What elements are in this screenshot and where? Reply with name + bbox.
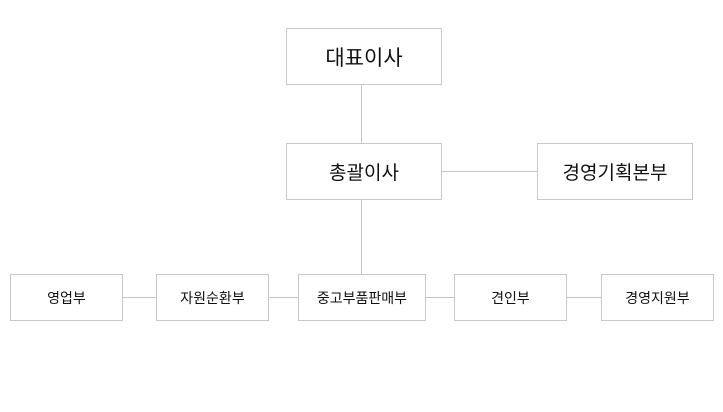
management-support-department-label: 경영지원부: [625, 290, 690, 307]
sales-department-label: 영업부: [47, 290, 86, 307]
connector-resource-to-used-parts: [269, 297, 298, 298]
resource-recycling-department-label: 자원순환부: [180, 290, 245, 307]
connector-used-parts-to-towing: [426, 297, 454, 298]
used-parts-sales-department-label: 중고부품판매부: [316, 290, 408, 307]
used-parts-sales-department-box: 중고부품판매부: [298, 274, 426, 321]
connector-general-manager-to-planning: [442, 171, 537, 172]
towing-department-label: 견인부: [491, 290, 530, 307]
connector-sales-to-resource: [123, 297, 156, 298]
connector-towing-to-support: [567, 297, 601, 298]
connector-ceo-to-general-manager: [361, 85, 362, 143]
management-support-department-box: 경영지원부: [601, 274, 714, 321]
general-manager-label: 총괄이사: [329, 162, 399, 184]
towing-department-box: 견인부: [454, 274, 567, 321]
sales-department-box: 영업부: [10, 274, 123, 321]
general-manager-box: 총괄이사: [286, 143, 442, 200]
planning-division-box: 경영기획본부: [537, 143, 693, 200]
planning-division-label: 경영기획본부: [562, 162, 668, 184]
connector-general-manager-to-departments: [361, 200, 362, 274]
ceo-label: 대표이사: [325, 45, 403, 70]
resource-recycling-department-box: 자원순환부: [156, 274, 269, 321]
ceo-box: 대표이사: [286, 28, 442, 85]
